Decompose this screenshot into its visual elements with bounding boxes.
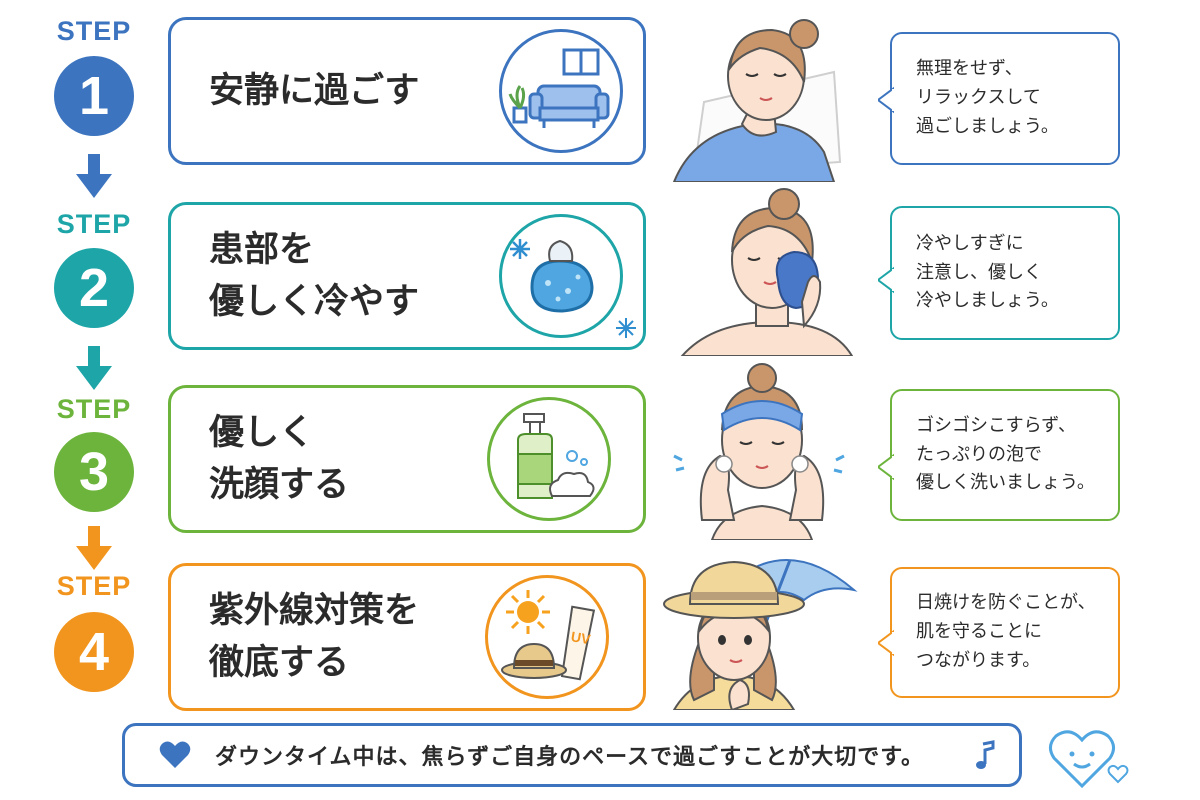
- step-3-title: 優しく 洗顔する: [209, 412, 350, 506]
- resting-woman-illustration: [672, 19, 842, 182]
- step-4-card: 紫外線対策を 徹底する UV: [168, 563, 646, 711]
- step-3-card: 優しく 洗顔する: [168, 385, 646, 533]
- step-3-number: 3: [54, 432, 134, 512]
- step-3-bubble: ゴシゴシこすらず、 たっぷりの泡で 優しく洗いましょう。: [878, 389, 1120, 521]
- foam-pump-bottle-icon: [487, 397, 611, 521]
- footer-message-box: ダウンタイム中は、焦らずご自身のペースで過ごすことが大切です。: [122, 723, 1022, 787]
- step-3-label: STEP: [56, 394, 132, 424]
- step-2-bubble-text: 冷やしすぎに 注意し、優しく 冷やしましょう。: [916, 232, 1059, 312]
- snowflake-icon: [616, 318, 636, 338]
- sofa-icon: [499, 29, 623, 153]
- step-3-bubble-text: ゴシゴシこすらず、 たっぷりの泡で 優しく洗いましょう。: [916, 414, 1095, 494]
- step-2-card: 患部を 優しく冷やす: [168, 202, 646, 350]
- step-1-title: 安静に過ごす: [209, 70, 420, 111]
- step-2-title: 患部を 優しく冷やす: [209, 229, 420, 323]
- arrow-down-icon: [76, 154, 112, 198]
- cooling-woman-illustration: [680, 188, 854, 356]
- ice-bag-icon: [499, 214, 623, 338]
- step-1-bubble-text: 無理をせず、 リラックスして 過ごしましょう。: [916, 58, 1059, 137]
- heart-icon: [159, 741, 191, 768]
- step-4-label: STEP: [56, 571, 132, 601]
- music-note-icon: [976, 740, 995, 769]
- umbrella-woman-illustration: [663, 559, 858, 710]
- uv-label: UV: [570, 628, 593, 647]
- footer-message: ダウンタイム中は、焦らずご自身のペースで過ごすことが大切です。: [215, 745, 925, 770]
- step-4-bubble: 日焼けを防ぐことが、 肌を守ることに つながります。: [878, 567, 1120, 698]
- step-1-number: 1: [54, 56, 134, 136]
- sun-hat-sunscreen-icon: UV: [485, 575, 609, 699]
- step-1-card: 安静に過ごす: [168, 17, 646, 165]
- step-1-label: STEP: [56, 16, 132, 46]
- step-2-label: STEP: [56, 209, 132, 239]
- arrow-down-icon: [76, 346, 112, 390]
- smiling-heart-icon: [1049, 730, 1129, 789]
- face-washing-woman-illustration: [673, 363, 845, 540]
- step-2-number: 2: [54, 248, 134, 328]
- arrow-down-icon: [76, 526, 112, 570]
- step-4-number: 4: [54, 612, 134, 692]
- step-2-bubble: 冷やしすぎに 注意し、優しく 冷やしましょう。: [878, 206, 1120, 340]
- step-1-bubble: 無理をせず、 リラックスして 過ごしましょう。: [878, 32, 1120, 165]
- step-4-title: 紫外線対策を 徹底する: [209, 590, 420, 684]
- step-4-bubble-text: 日焼けを防ぐことが、 肌を守ることに つながります。: [916, 592, 1096, 671]
